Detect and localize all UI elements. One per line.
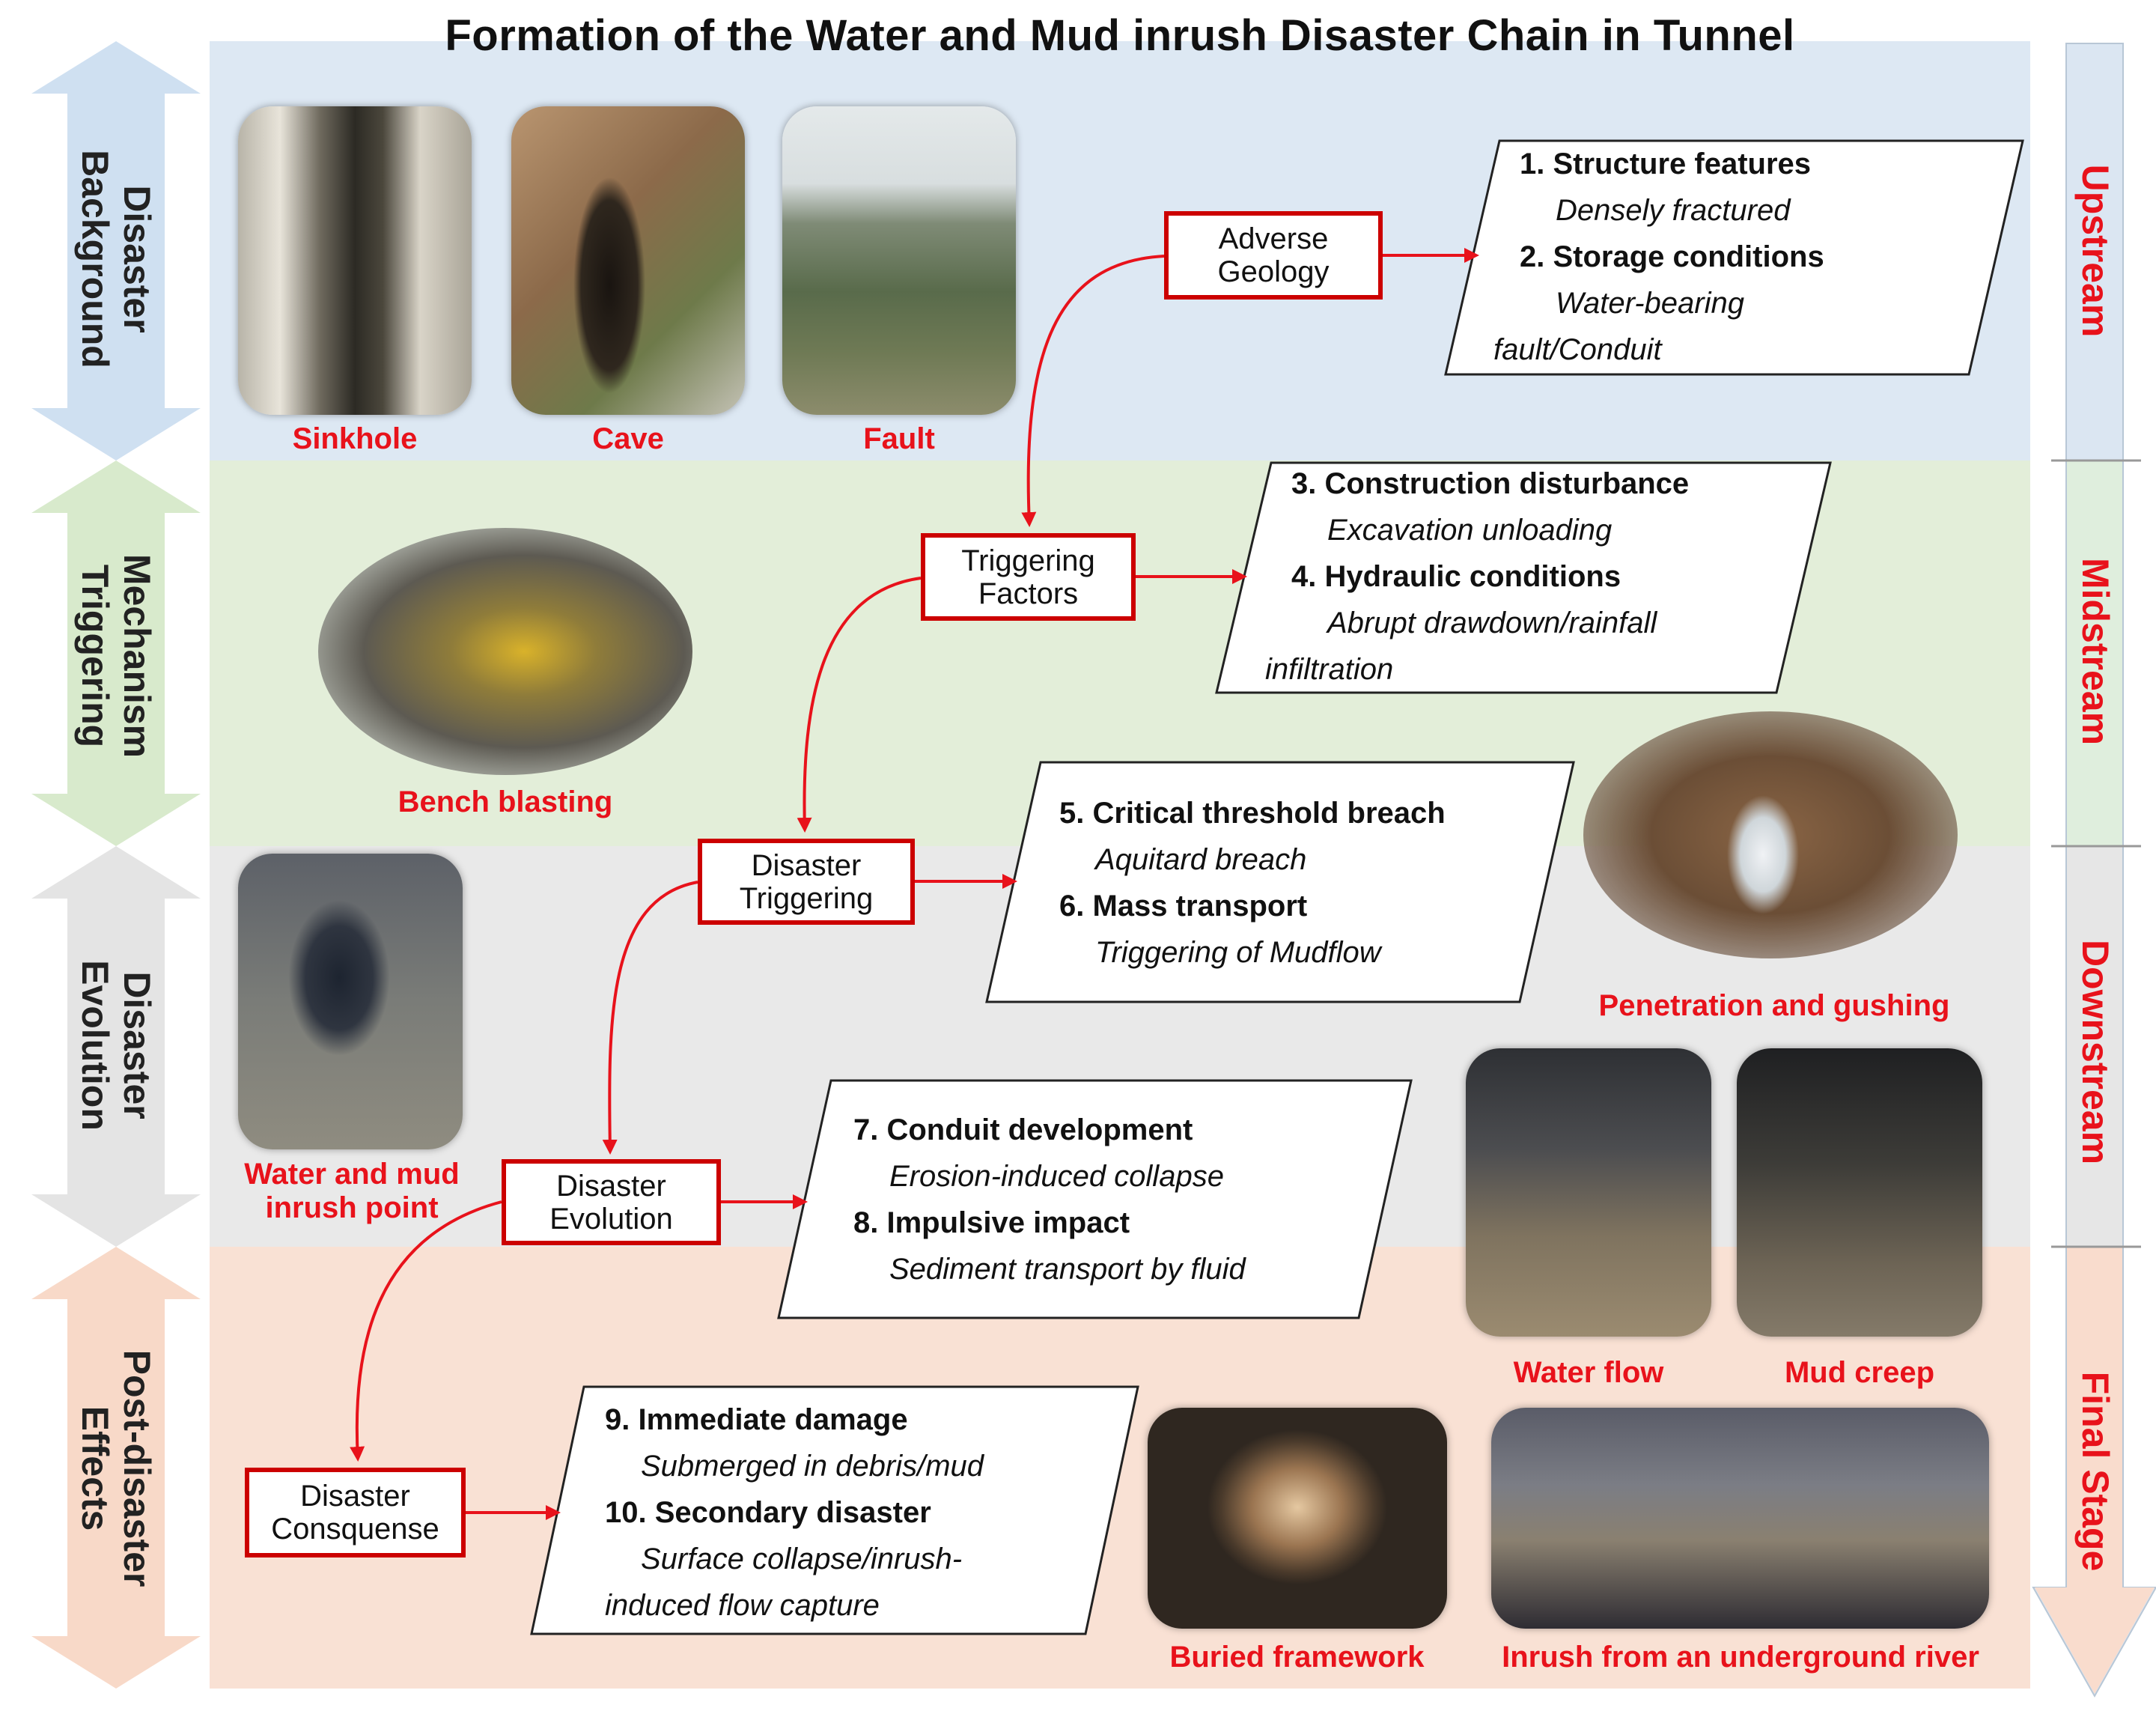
chain-geology-to-factors — [1021, 255, 1165, 527]
fault-photo — [782, 106, 1016, 415]
caption-cave: Cave — [592, 422, 664, 455]
chain-factors-to-triggering — [797, 577, 922, 833]
detail-box-3 — [985, 761, 1575, 1003]
stage-arrow-triggering — [31, 461, 201, 846]
stage-arrow-post-disaster — [31, 1247, 201, 1689]
penetration-gushing-photo — [1583, 711, 1958, 958]
bench-blasting-photo — [318, 528, 692, 775]
caption-penetration: Penetration and gushing — [1598, 989, 1950, 1022]
stream-segment-downstream — [2067, 846, 2122, 1247]
caption-underground-river: Inrush from an underground river — [1502, 1641, 1979, 1674]
detail-text-5: 9. Immediate damage Submerged in debris/… — [605, 1403, 984, 1622]
detail-text-3: 5. Critical threshold breach Aquitard br… — [1059, 797, 1446, 969]
stage-arrow-background — [31, 41, 201, 461]
buried-framework-photo — [1148, 1408, 1447, 1629]
detail-box-2 — [1215, 461, 1832, 694]
caption-fault: Fault — [863, 422, 935, 455]
caption-sinkhole: Sinkhole — [292, 422, 418, 455]
caption-inrush-point-2: inrush point — [265, 1191, 439, 1224]
sinkhole-photo — [238, 106, 472, 415]
caption-inrush-point-1: Water and mud — [244, 1158, 460, 1191]
detail-box-4 — [777, 1079, 1413, 1319]
caption-water-flow: Water flow — [1513, 1356, 1664, 1389]
chain-evolution-to-consequence — [350, 1200, 502, 1462]
mud-creep-photo — [1737, 1048, 1982, 1337]
page-title: Formation of the Water and Mud inrush Di… — [445, 11, 1795, 60]
stream-segment-midstream — [2067, 461, 2122, 846]
stream-segment-final — [2035, 1247, 2155, 1694]
detail-text-1: 1. Structure features Densely fractured … — [1493, 148, 1824, 366]
detail-box-5 — [530, 1385, 1139, 1635]
underground-river-photo — [1491, 1408, 1989, 1629]
detail-text-4: 7. Conduit development Erosion-induced c… — [853, 1113, 1246, 1286]
inrush-point-photo — [238, 854, 463, 1149]
caption-mud-creep: Mud creep — [1784, 1356, 1935, 1389]
cave-photo — [511, 106, 745, 415]
stage-arrow-evolution — [31, 846, 201, 1247]
chain-triggering-to-evolution — [602, 881, 698, 1155]
detail-text-2: 3. Construction disturbance Excavation u… — [1265, 467, 1690, 686]
caption-bench-blasting: Bench blasting — [398, 785, 613, 818]
detail-box-1 — [1444, 139, 2024, 376]
water-flow-photo — [1466, 1048, 1711, 1337]
caption-buried-framework: Buried framework — [1169, 1641, 1425, 1674]
